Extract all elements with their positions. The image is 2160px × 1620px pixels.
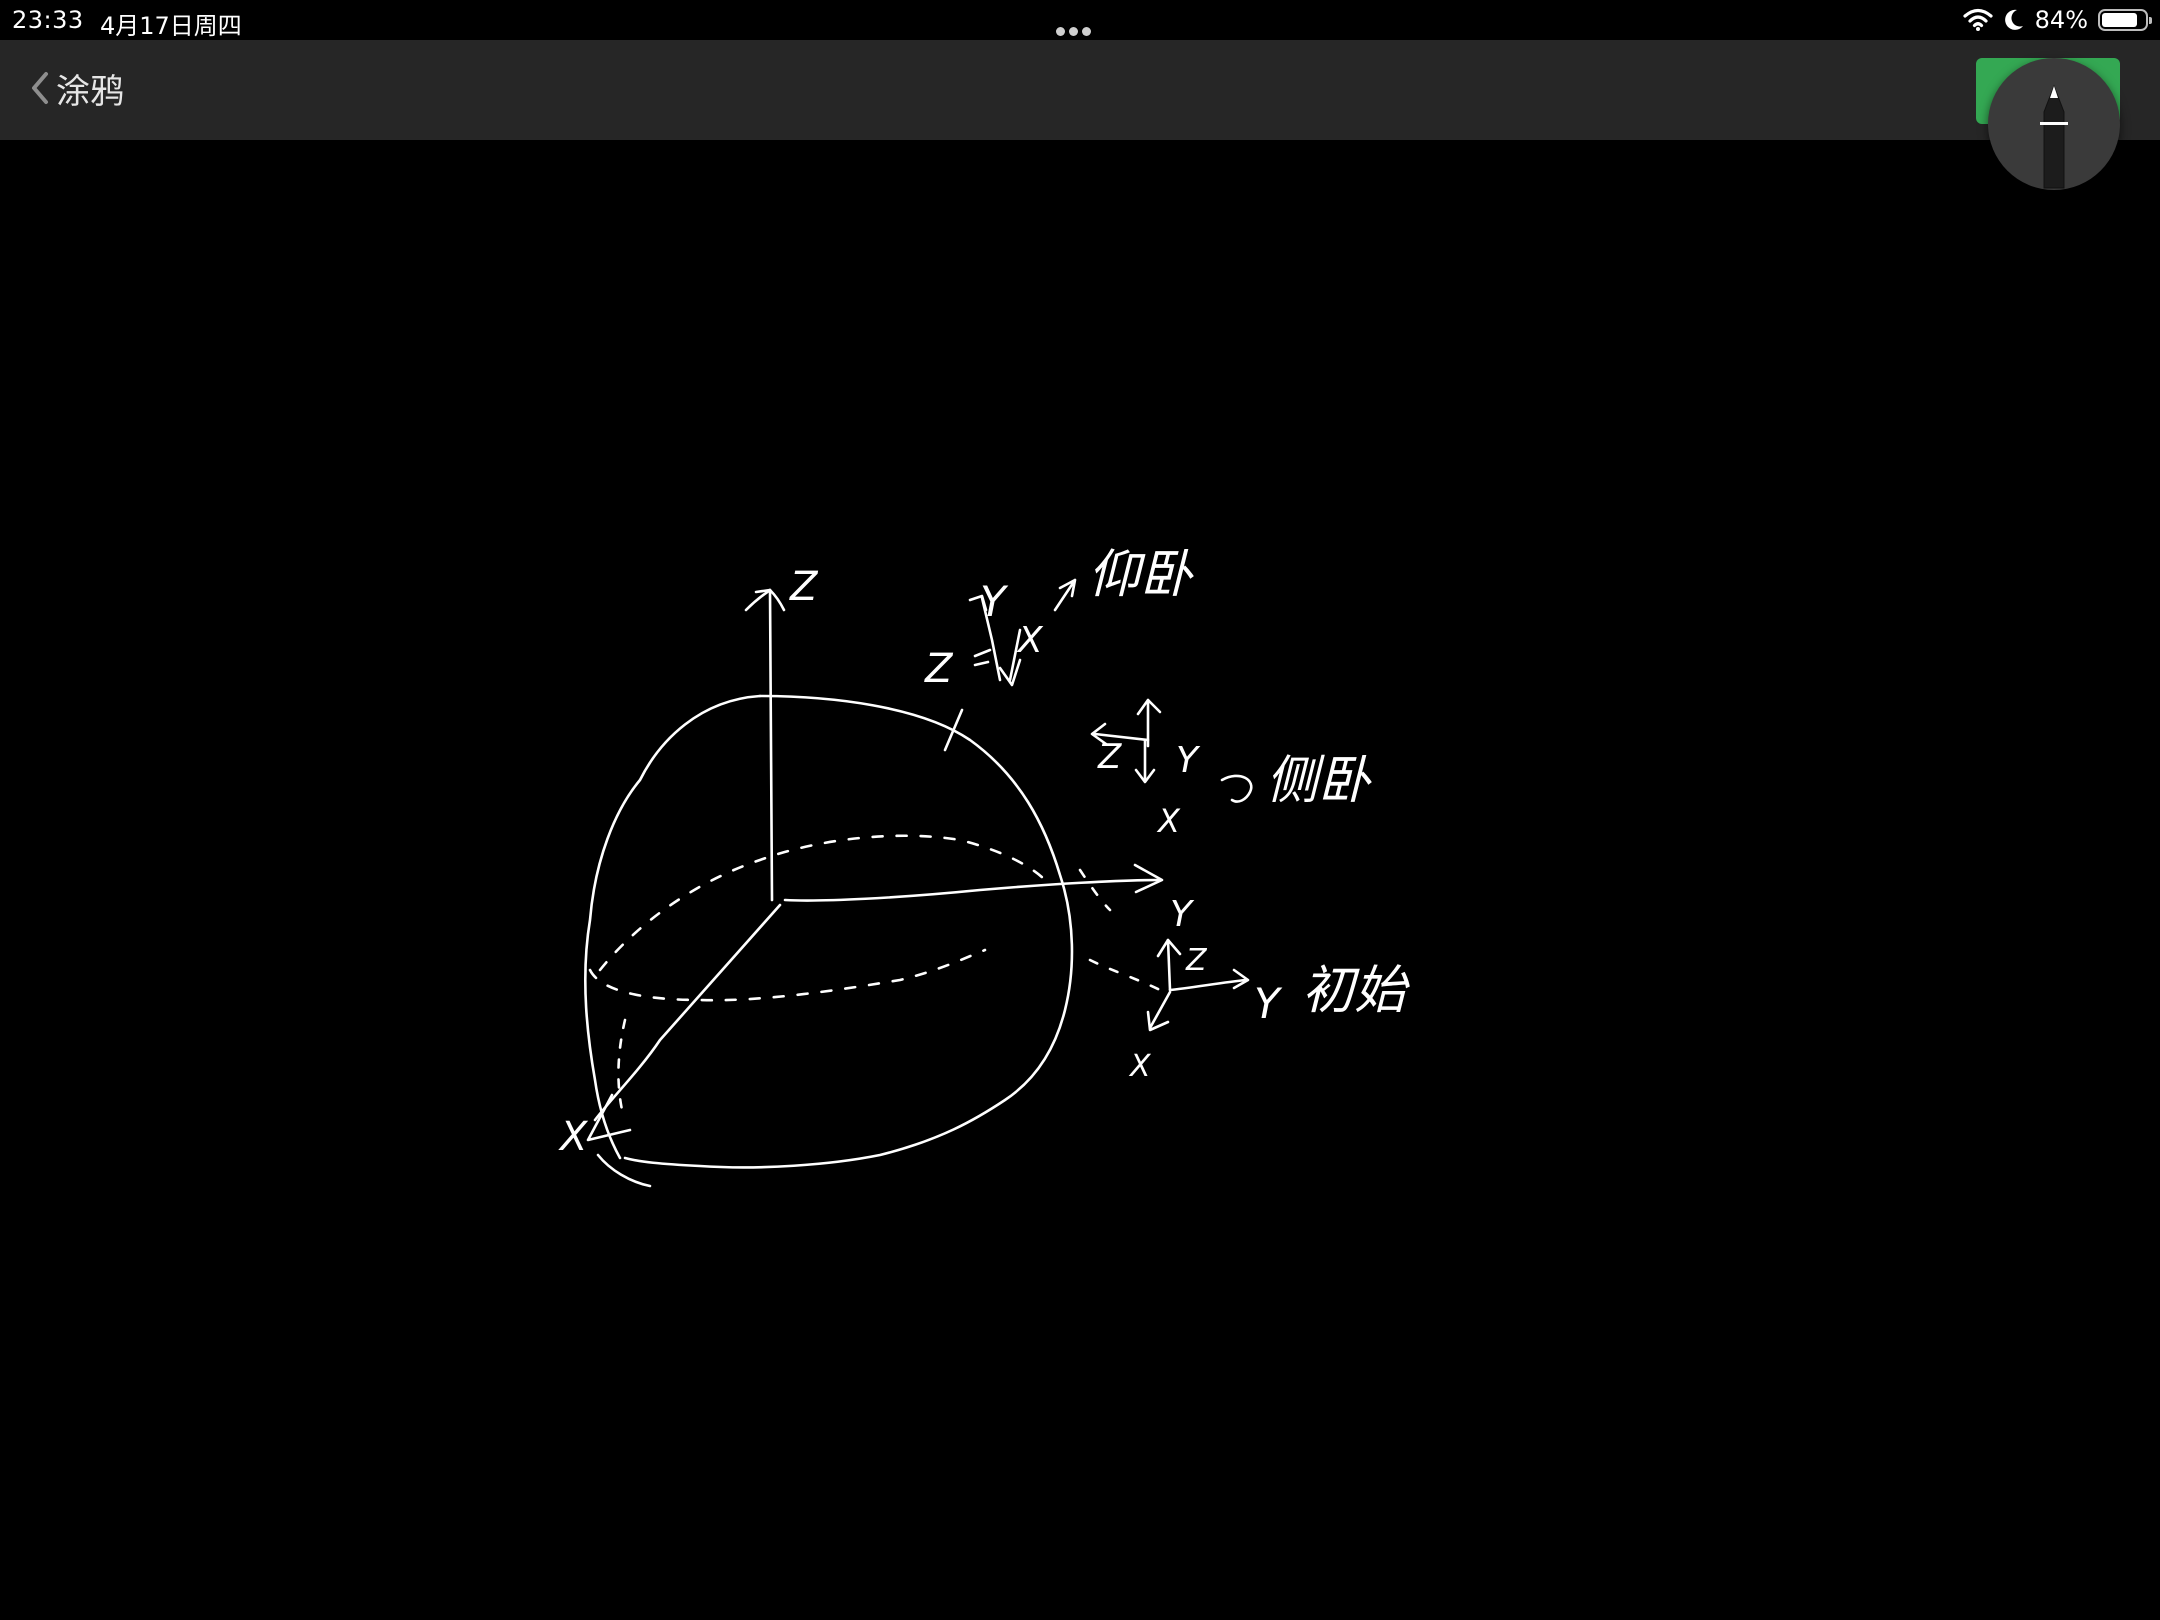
back-button[interactable]: 涂鸦: [30, 66, 124, 112]
meridian-dashed: [617, 1018, 627, 1112]
side-y-arrow: [1146, 698, 1162, 714]
side-pointer: [1220, 774, 1253, 803]
pitch-x-axis: [1008, 628, 1022, 682]
pitch-y-arrow: [968, 594, 988, 612]
dot-icon: [1056, 27, 1065, 36]
init-y-arrow: [1232, 968, 1250, 990]
sketch: Z X Y X Z 仰卧 Z Y X 侧卧 Y Z Y X 初始: [558, 545, 1410, 1188]
side-x-arrow: [1134, 768, 1156, 784]
pitch-z-marks: [973, 648, 992, 667]
pencil-icon: [2040, 84, 2068, 189]
moon-icon: [2004, 9, 2023, 30]
init-name-label: 初始: [1302, 961, 1410, 1021]
battery-percent: 84%: [2034, 6, 2088, 34]
init-y-label: Y: [1254, 979, 1283, 1028]
equator-right: [1078, 868, 1162, 992]
status-time: 23:33: [12, 6, 84, 34]
sphere-outline: [584, 694, 762, 1160]
axis-z-label: Z: [789, 564, 819, 610]
pitch-name-label: 仰卧: [1088, 545, 1194, 605]
pitch-x-arrow: [998, 658, 1022, 687]
y-axis-arrow: [1133, 863, 1164, 894]
side-z-label: Z: [1097, 737, 1122, 777]
battery-icon: [2098, 9, 2152, 31]
pitch-leader: [943, 708, 964, 752]
pitch-y-axis: [980, 596, 1002, 682]
side-y-label: Y: [1176, 740, 1201, 781]
z-axis-arrow: [768, 588, 786, 612]
dot-icon: [1082, 27, 1091, 36]
chevron-left-icon: [32, 72, 48, 104]
status-date: 4月17日周四: [100, 12, 242, 40]
drawing-canvas[interactable]: Z X Y X Z 仰卧 Z Y X 侧卧 Y Z Y X 初始: [0, 140, 2160, 1620]
status-indicators: 84%: [1963, 4, 2152, 36]
side-name-label: 侧卧: [1266, 751, 1372, 811]
pencil-tool-palette[interactable]: [1988, 58, 2120, 190]
init-z-arrow: [1166, 938, 1182, 956]
init-x-arrow: [1146, 1010, 1170, 1032]
pitch-y-label: Y: [980, 577, 1009, 626]
equator-back: [598, 834, 1047, 972]
pitch-x-label: X: [1016, 620, 1044, 661]
z-axis: [754, 588, 774, 902]
wifi-icon: [1963, 8, 1993, 31]
status-bar: 23:33 4月17日周四 84%: [0, 0, 2160, 40]
x-axis-arrow: [586, 1093, 632, 1142]
pitch-z-label: Z: [924, 646, 954, 692]
init-z-axis: [1156, 938, 1172, 992]
init-x-label: X: [1128, 1049, 1152, 1084]
init-y-axis: [1168, 978, 1248, 992]
multitask-handle[interactable]: [1056, 14, 1102, 36]
back-label: 涂鸦: [56, 71, 124, 112]
side-z-arrow: [1090, 722, 1108, 746]
battery-fill: [2102, 13, 2138, 27]
side-z-axis: [1093, 732, 1150, 742]
sphere-outline: [596, 1153, 652, 1188]
axis-x-label: X: [558, 1114, 589, 1160]
sphere-outline: [623, 694, 1074, 1169]
side-x-label: X: [1156, 802, 1181, 840]
init-z-label: Z: [1185, 943, 1208, 978]
axis-y-label: Y: [1170, 894, 1195, 935]
pitch-pointer: [1053, 578, 1077, 612]
x-axis: [593, 903, 782, 1122]
equator-front: [588, 948, 987, 1002]
y-axis: [783, 878, 1162, 902]
init-x-axis: [1148, 990, 1172, 1030]
battery-nub: [2149, 17, 2152, 24]
nav-bar: 涂鸦: [0, 40, 2160, 140]
dot-icon: [1069, 27, 1078, 36]
